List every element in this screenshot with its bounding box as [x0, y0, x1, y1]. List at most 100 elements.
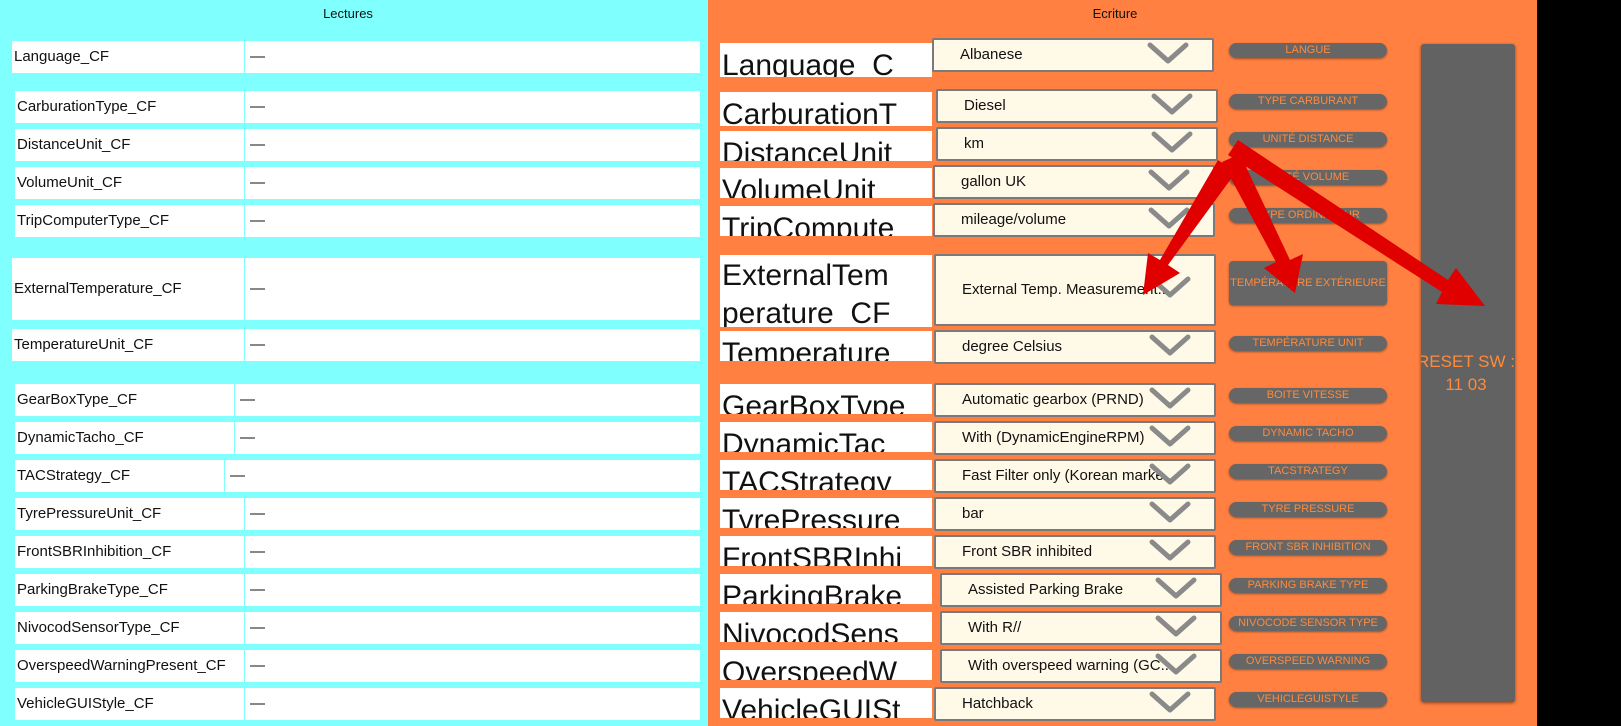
reading-value: —	[250, 695, 265, 712]
dropdown-selected-value: Diesel	[964, 97, 1006, 114]
chevron-down-icon[interactable]	[1148, 461, 1192, 487]
writing-title: Ecriture	[1092, 6, 1138, 21]
chevron-down-icon[interactable]	[1154, 575, 1198, 601]
column-separator	[244, 650, 245, 682]
chevron-down-icon[interactable]	[1154, 651, 1198, 677]
reading-value: —	[250, 48, 265, 65]
reading-value: —	[250, 543, 265, 560]
reading-label: VehicleGUIStyle_CF	[17, 695, 154, 712]
reading-value: —	[250, 174, 265, 191]
chevron-down-icon[interactable]	[1146, 40, 1190, 66]
value-dropdown[interactable]: Albanese	[932, 38, 1214, 72]
column-separator	[244, 536, 245, 568]
write-label-text: CarburationT	[722, 98, 898, 126]
reading-value: —	[250, 505, 265, 522]
reading-row: VehicleGUIStyle_CF —	[15, 688, 700, 720]
reading-label: OverspeedWarningPresent_CF	[17, 657, 226, 674]
write-button[interactable]: TACSTRATEGY	[1229, 464, 1387, 479]
dropdown-selected-value: With (DynamicEngineRPM)	[962, 429, 1145, 446]
chevron-down-icon[interactable]	[1150, 129, 1194, 155]
reading-label: VolumeUnit_CF	[17, 174, 123, 191]
write-field-label: FrontSBRInhi	[720, 536, 932, 566]
write-button[interactable]: TYPE CARBURANT	[1229, 94, 1387, 109]
chevron-down-icon[interactable]	[1148, 537, 1192, 563]
value-dropdown[interactable]: Assisted Parking Brake	[940, 573, 1222, 607]
dropdown-selected-value: Assisted Parking Brake	[968, 581, 1124, 598]
reading-label: TyrePressureUnit_CF	[17, 505, 162, 522]
value-dropdown[interactable]: With (DynamicEngineRPM)	[934, 421, 1216, 455]
write-label-text: Temperature	[722, 337, 891, 361]
chevron-down-icon[interactable]	[1148, 385, 1192, 411]
column-separator	[244, 498, 245, 530]
value-dropdown[interactable]: Diesel	[936, 89, 1218, 123]
column-separator	[234, 422, 235, 454]
chevron-down-icon[interactable]	[1150, 91, 1194, 117]
value-dropdown[interactable]: km	[936, 127, 1218, 161]
dropdown-selected-value: km	[964, 135, 984, 152]
readings-panel: Lectures Language_CF—CarburationType_CF—…	[0, 0, 708, 726]
column-separator	[244, 205, 245, 237]
write-button[interactable]: TEMPÉRATURE UNIT	[1229, 336, 1387, 351]
write-button[interactable]: UNITÉ VOLUME	[1229, 170, 1387, 185]
chevron-down-icon[interactable]	[1148, 274, 1192, 300]
write-button[interactable]: BOITE VITESSE	[1229, 388, 1387, 403]
write-field-label: VolumeUnit	[720, 168, 932, 198]
chevron-down-icon[interactable]	[1148, 332, 1192, 358]
write-button[interactable]: TYRE PRESSURE	[1229, 502, 1387, 517]
value-dropdown[interactable]: External Temp. Measurement..	[934, 254, 1216, 326]
write-button[interactable]: OVERSPEED WARNING	[1229, 654, 1387, 669]
write-button[interactable]: UNITÉ DISTANCE	[1229, 132, 1387, 147]
write-label-text: VehicleGUISt	[722, 694, 901, 718]
reading-row: DistanceUnit_CF —	[15, 129, 700, 161]
dropdown-selected-value: Front SBR inhibited	[962, 543, 1093, 560]
reading-row: TripComputerType_CF —	[15, 205, 700, 237]
write-button[interactable]: LANGUE	[1229, 43, 1387, 58]
dropdown-selected-value: Automatic gearbox (PRND)	[962, 391, 1144, 408]
value-dropdown[interactable]: Automatic gearbox (PRND)	[934, 383, 1216, 417]
value-dropdown[interactable]: Hatchback	[934, 687, 1216, 721]
write-button[interactable]: PARKING BRAKE TYPE	[1229, 578, 1387, 593]
value-dropdown[interactable]: Front SBR inhibited	[934, 535, 1216, 569]
write-button[interactable]: FRONT SBR INHIBITION	[1229, 540, 1387, 555]
dropdown-selected-value: Albanese	[960, 46, 1023, 63]
write-label-text: TACStrategy	[722, 466, 892, 490]
reading-value: —	[250, 212, 265, 229]
write-label-text: ExternalTem	[722, 259, 889, 292]
write-button[interactable]: DYNAMIC TACHO	[1229, 426, 1387, 441]
reading-label: DistanceUnit_CF	[17, 136, 131, 153]
reading-row: Language_CF —	[12, 41, 700, 73]
chevron-down-icon[interactable]	[1147, 205, 1191, 231]
reading-row: NivocodSensorType_CF—	[15, 612, 700, 644]
value-dropdown[interactable]: degree Celsius	[934, 330, 1216, 364]
reading-label: CarburationType_CF	[17, 98, 157, 115]
write-button[interactable]: TEMPÉRATURE EXTÉRIEURE	[1229, 261, 1387, 305]
reading-label: DynamicTacho_CF	[17, 429, 144, 446]
chevron-down-icon[interactable]	[1148, 499, 1192, 525]
value-dropdown[interactable]: mileage/volume	[933, 203, 1215, 237]
value-dropdown[interactable]: With overspeed warning (GC..	[940, 649, 1222, 683]
write-button[interactable]: VEHICLEGUISTYLE	[1229, 692, 1387, 707]
dropdown-selected-value: With R//	[968, 619, 1022, 636]
write-button[interactable]: TYPE ORDINATEUR	[1229, 208, 1387, 223]
reading-label: TripComputerType_CF	[17, 212, 169, 229]
value-dropdown[interactable]: bar	[934, 497, 1216, 531]
chevron-down-icon[interactable]	[1148, 689, 1192, 715]
reading-label: FrontSBRInhibition_CF	[17, 543, 172, 560]
write-button[interactable]: NIVOCODE SENSOR TYPE	[1229, 616, 1387, 631]
value-dropdown[interactable]: gallon UK	[933, 165, 1215, 199]
reset-sw-button[interactable]: RESET SW : 11 03	[1421, 44, 1515, 702]
value-dropdown[interactable]: With R//	[940, 611, 1222, 645]
reading-value: —	[250, 657, 265, 674]
write-label-text: VolumeUnit	[722, 174, 876, 198]
chevron-down-icon[interactable]	[1147, 167, 1191, 193]
column-separator	[244, 688, 245, 720]
value-dropdown[interactable]: Fast Filter only (Korean marke..	[934, 459, 1216, 493]
dropdown-selected-value: gallon UK	[961, 173, 1027, 190]
reading-value: —	[250, 136, 265, 153]
chevron-down-icon[interactable]	[1154, 613, 1198, 639]
write-field-label: Temperature	[720, 331, 932, 361]
chevron-down-icon[interactable]	[1148, 423, 1192, 449]
reading-label: Language_CF	[14, 48, 110, 65]
reset-label-line1: RESET SW :	[1421, 352, 1515, 371]
